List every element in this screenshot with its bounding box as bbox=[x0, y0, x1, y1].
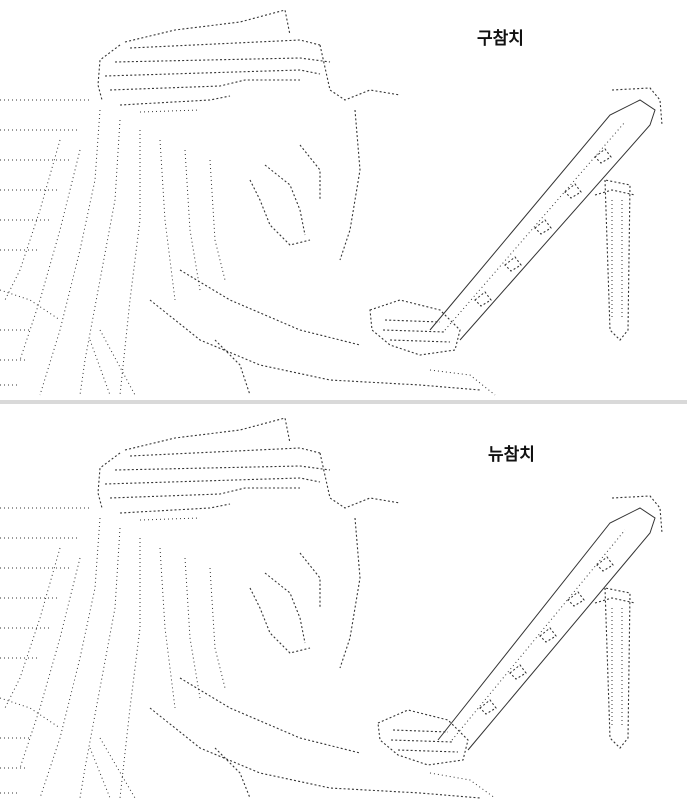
panel-new-version: 뉴참치 bbox=[0, 404, 687, 800]
old-version-label: 구참치 bbox=[477, 29, 524, 49]
panel-old-version: 구참치 bbox=[0, 9, 663, 396]
new-version-label: 뉴참치 bbox=[488, 445, 535, 465]
panel-divider bbox=[0, 400, 687, 404]
ascii-art-illustration bbox=[0, 417, 663, 799]
ascii-art-illustration bbox=[0, 9, 663, 396]
